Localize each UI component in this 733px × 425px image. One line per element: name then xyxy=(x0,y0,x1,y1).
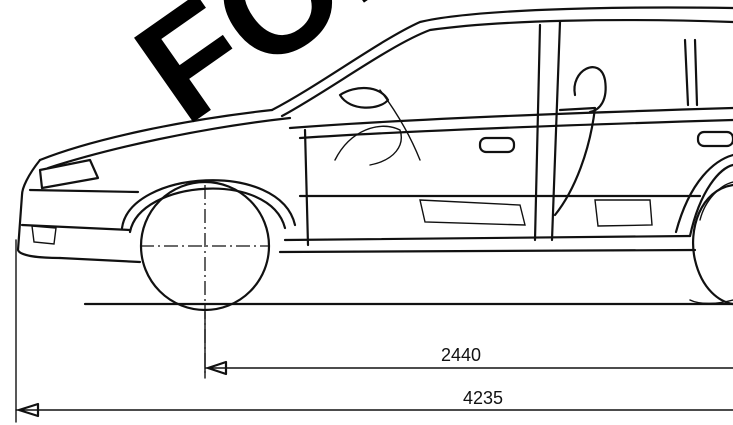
overall-length-label: 4235 xyxy=(463,388,503,408)
front-wheel xyxy=(139,180,271,375)
wheelbase-dimension: 2440 xyxy=(204,311,733,379)
car-body xyxy=(16,6,733,305)
wheelbase-label: 2440 xyxy=(441,345,481,365)
rear-wheel xyxy=(691,183,733,306)
overall-length-dimension: 4235 xyxy=(15,239,733,423)
